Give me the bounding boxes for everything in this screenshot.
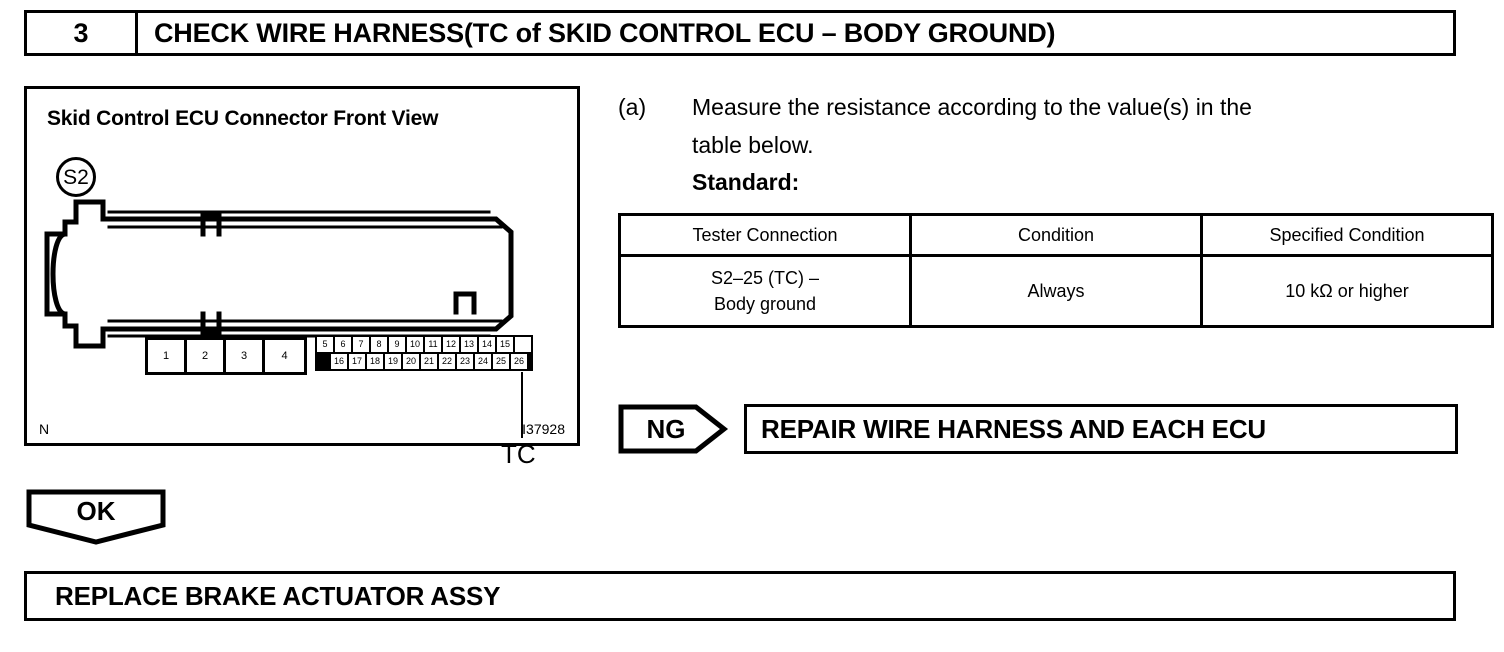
connector-housing-drawing (44, 199, 514, 349)
pin-cell: 9 (389, 337, 405, 352)
standard-label: Standard: (692, 169, 800, 195)
figure-code-left: N (39, 421, 50, 437)
pin-row-large: 1 2 3 4 (145, 337, 307, 375)
pin-cell: 3 (226, 340, 265, 372)
step-title: CHECK WIRE HARNESS(TC of SKID CONTROL EC… (154, 17, 1056, 48)
ok-tag: OK (26, 489, 166, 547)
pin-cell: 22 (439, 354, 455, 369)
result-row-ng: NG REPAIR WIRE HARNESS AND EACH ECU (618, 404, 1458, 454)
connector-id-badge: S2 (56, 157, 96, 197)
pin-cell: 8 (371, 337, 387, 352)
connector-figure-panel: Skid Control ECU Connector Front View S2 (24, 86, 580, 467)
cell-condition: Always (909, 254, 1203, 328)
instruction-marker: (a) (618, 94, 647, 120)
pin-cell: 18 (367, 354, 383, 369)
pin-cell: 2 (187, 340, 226, 372)
instruction-marker-spacer (618, 126, 692, 164)
ng-arrow-shape (618, 404, 729, 454)
pin-cell: 11 (425, 337, 441, 352)
pin-cell: 10 (407, 337, 423, 352)
instruction-line-2: table below. (618, 126, 1462, 164)
callout-leader-line (521, 372, 523, 438)
column-header-tester-connection: Tester Connection (618, 213, 912, 257)
pin-cell: 13 (461, 337, 477, 352)
connector-outline (41, 194, 571, 354)
pin-cell: 26 (511, 354, 527, 369)
instruction-block: (a) Measure the resistance according to … (618, 88, 1462, 200)
pin-cell: 5 (317, 337, 333, 352)
step-number: 3 (27, 13, 138, 53)
tester-connection-line1: S2–25 (TC) – (710, 268, 820, 288)
ok-label: OK (76, 495, 116, 526)
pin-cell: 20 (403, 354, 419, 369)
pin-grid-small: 5 6 7 8 9 10 11 12 13 14 15 16 17 18 19 … (315, 335, 533, 371)
pin-cell: 15 (497, 337, 513, 352)
pin-cell: 7 (353, 337, 369, 352)
pin-cell: 23 (457, 354, 473, 369)
figure-title: Skid Control ECU Connector Front View (47, 107, 439, 130)
table-header-row: Tester Connection Condition Specified Co… (618, 213, 1494, 257)
pin-cell: 25 (493, 354, 509, 369)
pin-cell: 19 (385, 354, 401, 369)
pin-row-lower: 16 17 18 19 20 21 22 23 24 25 26 (331, 354, 531, 369)
ok-chevron-shape (26, 489, 166, 545)
cell-specified-condition: 10 kΩ or higher (1200, 254, 1494, 328)
pin-row-upper: 5 6 7 8 9 10 11 12 13 14 15 (317, 337, 531, 352)
pin-cell: 12 (443, 337, 459, 352)
instruction-line-1: (a) Measure the resistance according to … (618, 88, 1462, 126)
ng-label: NG (646, 413, 686, 444)
column-header-condition: Condition (909, 213, 1203, 257)
ng-action-box: REPAIR WIRE HARNESS AND EACH ECU (744, 404, 1458, 454)
ng-tag: NG (618, 404, 738, 454)
step-header: 3 CHECK WIRE HARNESS(TC of SKID CONTROL … (24, 10, 1456, 56)
column-header-specified-condition: Specified Condition (1200, 213, 1494, 257)
table-row: S2–25 (TC) – Body ground Always 10 kΩ or… (618, 254, 1494, 328)
tester-connection-line2: Body ground (713, 294, 817, 314)
callout-label-tc: TC (501, 439, 536, 469)
pin-cell: 16 (331, 354, 347, 369)
instruction-text-line1: Measure the resistance according to the … (692, 94, 1252, 120)
pin-cell: 24 (475, 354, 491, 369)
pin-cell: 17 (349, 354, 365, 369)
pin-cell: 1 (148, 340, 187, 372)
specification-table: Tester Connection Condition Specified Co… (618, 213, 1494, 328)
figure-code-right: I37928 (522, 421, 565, 437)
pin-cell: 14 (479, 337, 495, 352)
pin-cell: 4 (281, 350, 288, 362)
cell-tester-connection: S2–25 (TC) – Body ground (618, 254, 912, 328)
pin-cell: 6 (335, 337, 351, 352)
pin-cell: 21 (421, 354, 437, 369)
pin-cell-blank (515, 337, 531, 352)
instruction-text-line2: table below. (692, 132, 814, 158)
ok-action-box: REPLACE BRAKE ACTUATOR ASSY (24, 571, 1456, 621)
